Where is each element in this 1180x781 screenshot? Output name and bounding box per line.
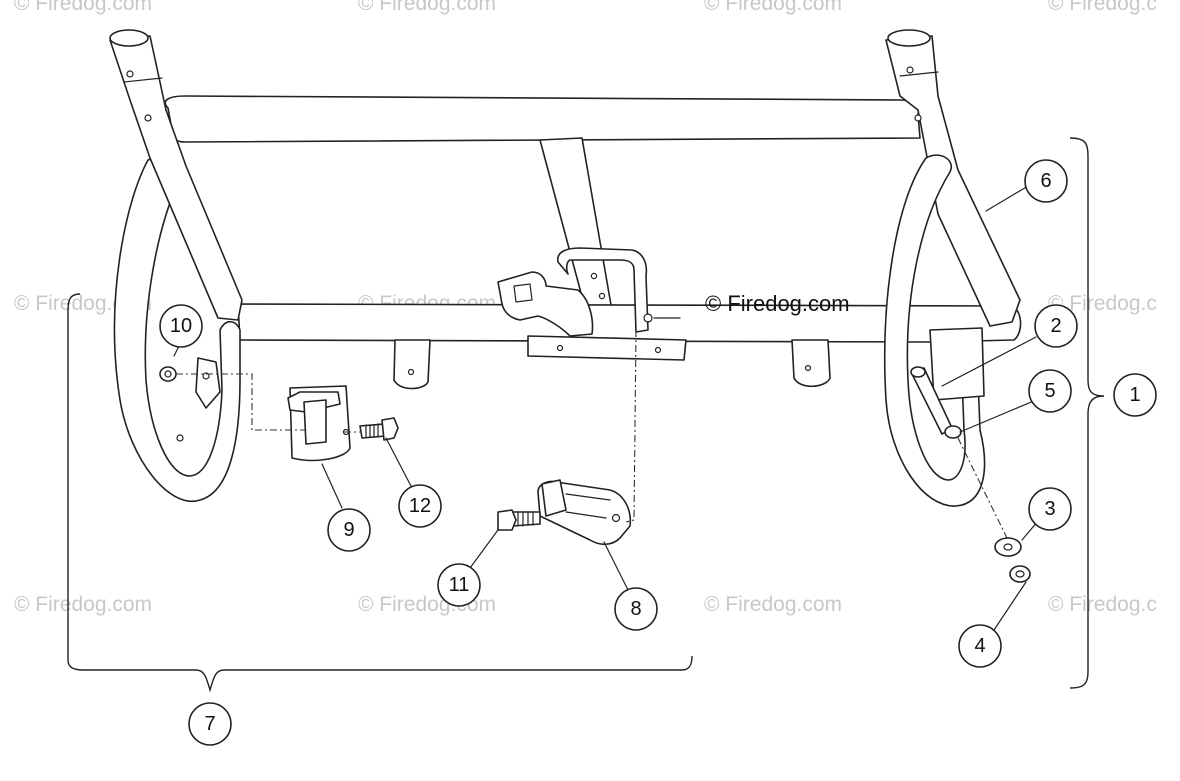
callout-label: 9	[343, 519, 354, 541]
watermark-layer: © Firedog.com © Firedog.com © Firedog.co…	[14, 0, 1157, 616]
nut-4	[1009, 565, 1031, 583]
bracket-1	[1069, 137, 1105, 689]
callout-5: 5	[1028, 369, 1072, 413]
callout-label: 10	[170, 315, 192, 337]
watermark: © Firedog.c	[1048, 593, 1157, 616]
callout-9: 9	[327, 508, 371, 552]
leader-lines	[173, 185, 1039, 637]
watermark: © Firedog.com	[14, 0, 152, 15]
center-bracket	[527, 247, 687, 361]
callout-12: 12	[398, 484, 442, 528]
watermark: © Firedog.c	[1048, 0, 1157, 15]
callout-label: 5	[1044, 380, 1055, 402]
nut-10	[159, 366, 177, 382]
watermark: © Firedog.com	[704, 593, 842, 616]
callout-label: 7	[204, 713, 215, 735]
callout-label: 3	[1044, 498, 1055, 520]
brackets	[393, 339, 831, 390]
callout-label: 6	[1040, 170, 1051, 192]
callout-11: 11	[437, 563, 481, 607]
bracket-7	[67, 293, 693, 693]
callout-3: 3	[1028, 487, 1072, 531]
watermark: © Firedog.com	[14, 593, 152, 616]
left-frame	[109, 29, 243, 503]
right-frame	[883, 29, 1021, 541]
buckle-8	[537, 479, 632, 546]
callout-1: 1	[1113, 373, 1157, 417]
callout-label: 2	[1050, 315, 1061, 337]
copyright-label: © Firedog.com	[705, 291, 850, 316]
callout-label: 4	[974, 635, 985, 657]
callout-4: 4	[958, 624, 1002, 668]
callout-label: 1	[1129, 384, 1140, 406]
callout-label: 11	[449, 574, 470, 596]
alignment-lines	[176, 329, 637, 523]
watermark: © Firedog.com	[358, 0, 496, 15]
buckle-9	[287, 385, 351, 462]
watermark: © Firedog.c	[1048, 292, 1157, 315]
callout-label: 8	[630, 598, 641, 620]
bolt-11	[497, 509, 541, 531]
upper-buckle-strap	[497, 271, 594, 337]
callout-6: 6	[1024, 159, 1068, 203]
washer-3	[994, 537, 1022, 557]
callout-7: 7	[188, 702, 232, 746]
callout-label: 12	[409, 495, 431, 517]
callout-8: 8	[614, 587, 658, 631]
washer-5	[944, 425, 962, 439]
top-cross-tube	[164, 95, 921, 143]
watermark: © Firedog.com	[704, 0, 842, 15]
bolt-12	[359, 417, 399, 441]
callout-10: 10	[159, 304, 203, 348]
callout-2: 2	[1034, 304, 1078, 348]
